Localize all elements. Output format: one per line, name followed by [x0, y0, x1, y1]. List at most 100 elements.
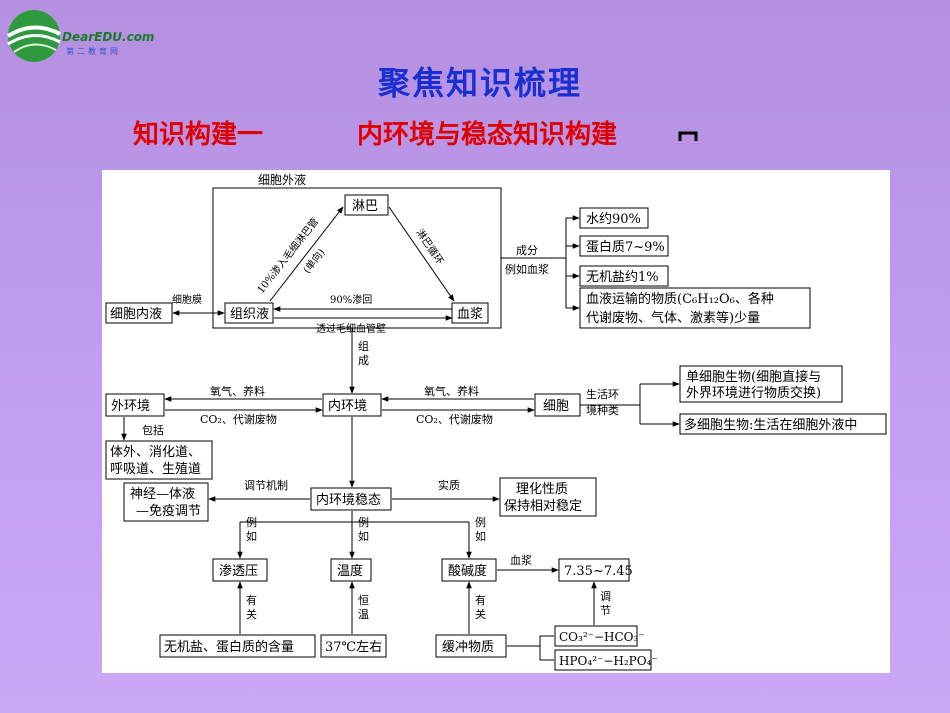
essence-result-box: [499, 477, 597, 517]
regulate-a: 调: [600, 590, 611, 603]
buffer-pair-1-label: CO₃²⁻−HCO₃⁻: [559, 630, 645, 644]
salt-box: [579, 265, 669, 287]
ph-box: [441, 558, 497, 582]
internal-env-label: 内环境: [328, 398, 367, 414]
internal-env-box: [322, 393, 382, 417]
regulation-box: [123, 482, 209, 522]
oxygen-left-label: 氧气、养料: [210, 384, 265, 398]
example-3b: 如: [475, 529, 486, 543]
homeostasis-label: 内环境稳态: [316, 492, 381, 508]
other-substances-label-1: 血液运输的物质(C₆H₁₂O₆、各种: [586, 291, 774, 307]
protein-label: 蛋白质7~9%: [586, 239, 665, 255]
related-1a: 有: [246, 593, 257, 607]
homeostasis-box: [310, 487, 392, 511]
buffer-pair-2-box: [554, 649, 652, 671]
edge-lymph-circulation-label: 淋巴循环: [414, 226, 447, 266]
regulate-b: 节: [600, 604, 611, 617]
regulation-mechanism-label: 调节机制: [244, 478, 288, 492]
unicellular-box: [679, 365, 843, 403]
related-2a: 有: [475, 593, 486, 607]
lymph-box: [344, 194, 389, 216]
living-env-label-1: 生活环: [586, 387, 619, 401]
composes-label-2: 成: [358, 354, 369, 367]
edge-capillary-label: 透过毛细血管壁: [316, 322, 386, 335]
ph-label: 酸碱度: [448, 563, 487, 579]
ph-value-box: [558, 558, 630, 582]
unicellular-label-1: 单细胞生物(细胞直接与: [686, 369, 821, 385]
buffer-pair-2-label: HPO₄²⁻−H₂PO₄⁻: [559, 654, 658, 668]
essence-label: 实质: [438, 478, 460, 492]
temp-value-box: [320, 634, 387, 658]
logo-swirl-icon: [6, 10, 61, 62]
related-2b: 关: [475, 607, 486, 621]
water-box: [579, 207, 649, 229]
includes-label: 包括: [142, 423, 164, 437]
essence-result-label-2: 保持相对稳定: [504, 498, 582, 514]
example-1b: 如: [246, 529, 257, 543]
cell-membrane-label: 细胞膜: [172, 293, 202, 306]
ph-value-label: 7.35~7.45: [564, 564, 633, 579]
temperature-label: 温度: [337, 563, 363, 579]
protein-box: [579, 235, 669, 257]
buffer-box: [435, 634, 507, 658]
external-env-label: 外环境: [111, 399, 150, 414]
living-env-label-2: 境种类: [586, 403, 619, 417]
salt-protein-box: [159, 634, 316, 658]
regulation-label-2: —免疫调节: [136, 503, 201, 519]
water-label: 水约90%: [586, 212, 641, 227]
example-1a: 例: [246, 515, 257, 529]
example-2b: 如: [358, 529, 369, 543]
multicellular-box: [679, 413, 887, 435]
composes-label-1: 组: [358, 339, 369, 353]
buffer-pair-1-box: [554, 625, 638, 647]
other-substances-label-2: 代谢废物、气体、激素等)少量: [586, 310, 760, 326]
plasma-label: 血浆: [457, 307, 483, 322]
constant-a: 恒: [358, 594, 369, 607]
logo-tagline: 第二教育网: [66, 47, 121, 56]
external-env-box: [105, 393, 165, 417]
co2-right-label: CO₂、代谢废物: [416, 412, 493, 426]
multicellular-label: 多细胞生物:生活在细胞外液中: [684, 417, 857, 433]
edge-back-label: 90%渗回: [330, 293, 372, 306]
unicellular-label-2: 外界环境进行物质交换): [686, 385, 821, 401]
tissue-fluid-label: 组织液: [230, 307, 269, 322]
section-title: 内环境与稳态知识构建: [357, 120, 618, 150]
osmotic-pressure-box: [212, 558, 268, 582]
buffer-label: 缓冲物质: [442, 640, 494, 655]
regulation-label-1: 神经—体液: [130, 487, 195, 502]
components-label-1: 成分: [516, 244, 538, 257]
other-substances-box: [579, 287, 811, 329]
salt-protein-label: 无机盐、蛋白质的含量: [164, 639, 294, 655]
concept-map-panel: 细胞外液 淋巴 组织液 血浆 细胞内液 10%渗入毛细淋巴管 (单向) 淋巴循环…: [102, 170, 890, 673]
page-title: 聚焦知识梳理: [377, 64, 582, 102]
salt-label: 无机盐约1%: [586, 270, 659, 285]
extracellular-fluid-label: 细胞外液: [258, 172, 306, 187]
temperature-box: [330, 558, 372, 582]
section-number: 知识构建一: [133, 120, 264, 150]
constant-b: 温: [358, 608, 369, 621]
external-list-box: [105, 440, 213, 480]
bracket-mark-icon: [678, 131, 698, 141]
related-1b: 关: [246, 607, 257, 621]
external-list-label-2: 呼吸道、生殖道: [110, 461, 201, 477]
example-3a: 例: [475, 515, 486, 529]
external-list-label-1: 体外、消化道、: [110, 445, 201, 460]
logo-brand: DearEDU.com: [62, 30, 155, 44]
plasma-box: [451, 302, 489, 324]
intracellular-fluid-box: [105, 302, 173, 324]
essence-result-label-1: 理化性质: [516, 482, 568, 497]
edge-one-way-label: (单向): [300, 246, 327, 276]
tissue-fluid-box: [224, 302, 274, 324]
site-logo: DearEDU.com 第二教育网: [4, 6, 164, 66]
plasma-small-label: 血浆: [510, 553, 532, 567]
cell-label: 细胞: [543, 399, 569, 414]
example-2a: 例: [358, 515, 369, 529]
oxygen-right-label: 氧气、养料: [424, 384, 479, 398]
components-label-2: 例如血浆: [505, 262, 549, 276]
concept-map: 细胞外液 淋巴 组织液 血浆 细胞内液 10%渗入毛细淋巴管 (单向) 淋巴循环…: [105, 172, 887, 671]
temp-value-label: 37℃左右: [325, 640, 382, 655]
lymph-label: 淋巴: [352, 199, 378, 214]
co2-left-label: CO₂、代谢废物: [200, 412, 277, 426]
intracellular-fluid-label: 细胞内液: [110, 306, 162, 322]
osmotic-pressure-label: 渗透压: [219, 564, 258, 579]
